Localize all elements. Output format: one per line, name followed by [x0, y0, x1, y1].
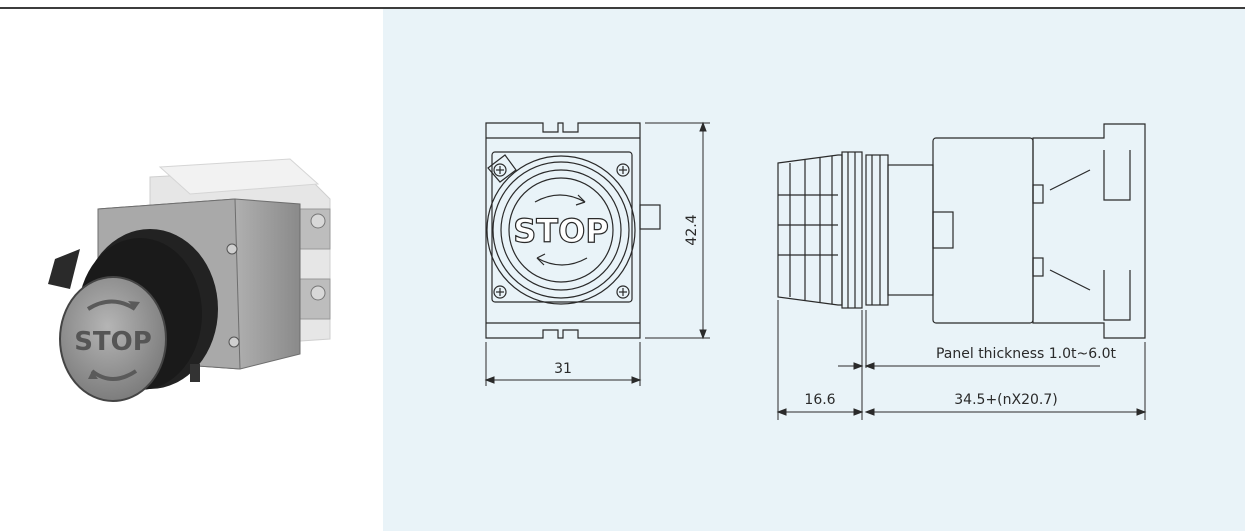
side-contact-block: [932, 137, 1034, 324]
side-collar: [841, 151, 863, 309]
front-cap-label: STOP: [513, 212, 609, 250]
rear-depth-label: 34.5+(nX20.7): [954, 392, 1057, 408]
dimension-drawing-svg: STOP 31 42.4 Panel thickness 1.0t~6.0t 1…: [484, 121, 1147, 420]
product-photo: STOP: [0, 9, 383, 531]
front-arrow-top: [534, 194, 586, 203]
side-terminal-block: [1032, 123, 1146, 339]
stop-cap: STOP: [59, 276, 167, 402]
side-nut: [865, 154, 889, 306]
front-cap-circle: [508, 177, 614, 283]
side-view: [777, 123, 1146, 339]
front-depth-label: 16.6: [804, 392, 835, 408]
front-arrow-bottom: [536, 257, 588, 266]
front-lever: [487, 154, 517, 183]
front-inner-square: [491, 151, 633, 303]
front-height-label: 42.4: [684, 214, 700, 245]
top-rule: [0, 7, 1245, 9]
photo-cap-label: STOP: [74, 327, 152, 357]
front-key-tab: [639, 204, 661, 230]
front-dimensions: [484, 121, 710, 386]
front-width-label: 31: [554, 361, 572, 377]
side-dimensions: [776, 300, 1147, 420]
front-view: [485, 122, 661, 339]
panel-thickness-label: Panel thickness 1.0t~6.0t: [936, 346, 1117, 362]
product-photo-illustration: STOP: [48, 158, 331, 402]
front-corner-screws: [493, 163, 630, 299]
side-key: [932, 211, 954, 249]
front-frame: [485, 122, 641, 339]
dimension-drawing: STOP 31 42.4 Panel thickness 1.0t~6.0t 1…: [383, 9, 1245, 531]
front-knurled-ring: [486, 155, 636, 305]
